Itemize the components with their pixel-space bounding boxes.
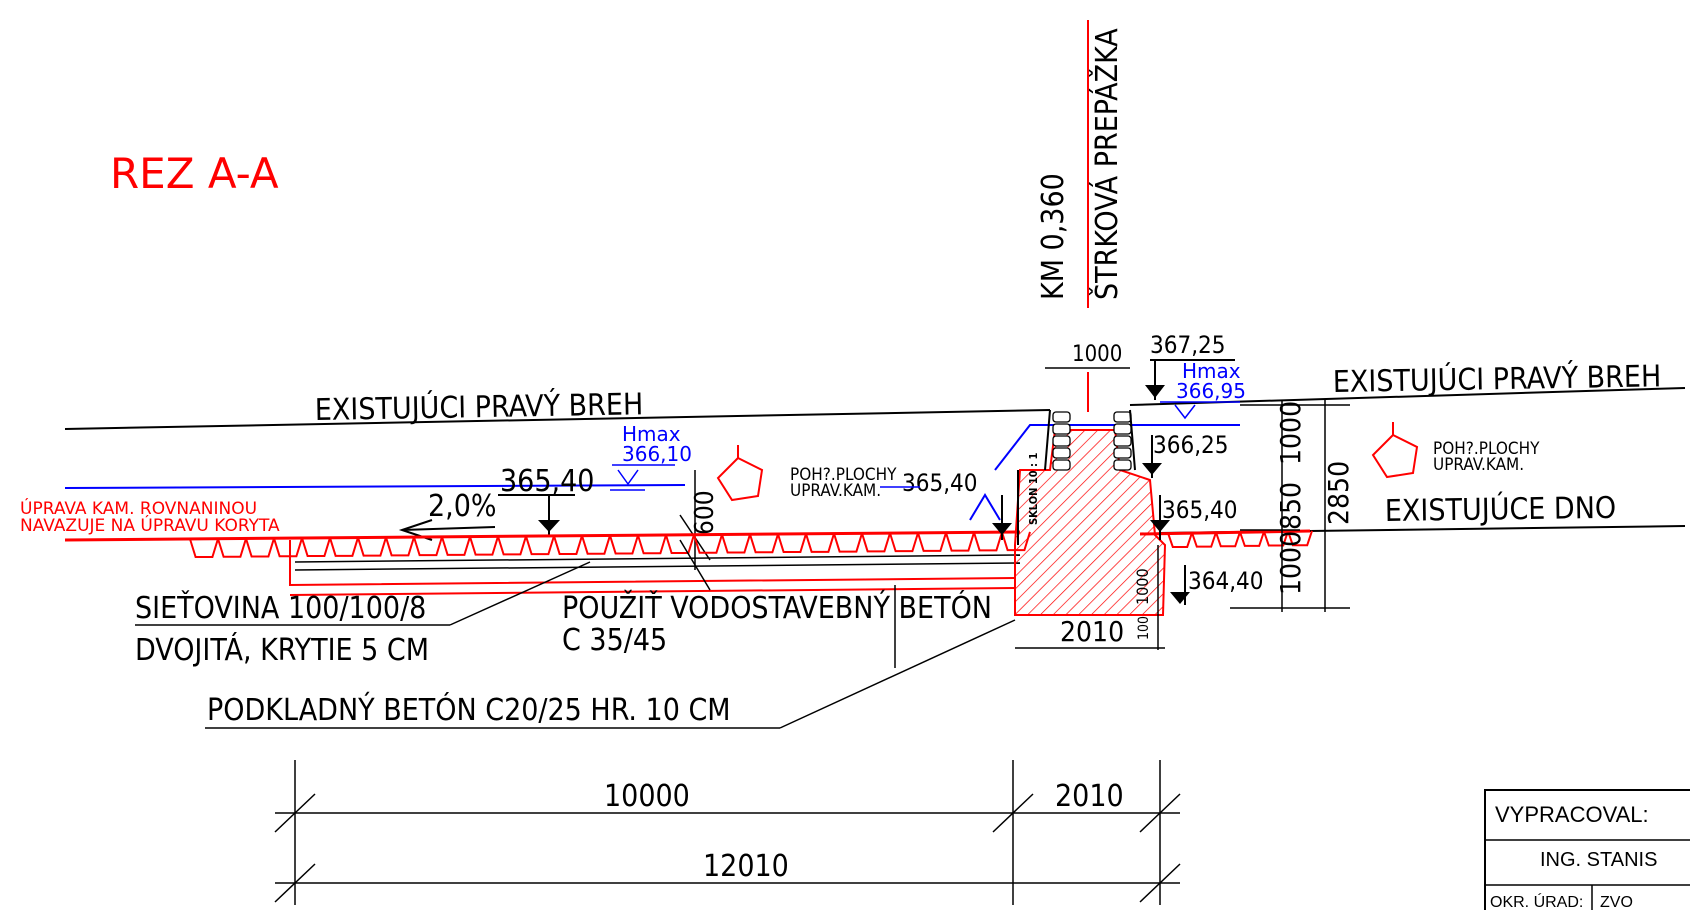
weir-stone-block (1052, 459, 1071, 471)
right-stone-blocks (1167, 530, 1313, 548)
level-step: 366,25 (1153, 431, 1229, 459)
paving-label-right-2: UPRAV.KAM. (1433, 455, 1524, 475)
paving-label-left-1: POH?.PLOCHY (790, 465, 897, 485)
weir-stone-block (1113, 459, 1132, 471)
weir-stone-block (1113, 423, 1132, 435)
dim-crest-width: 1000 (1072, 342, 1122, 367)
section-title: REZ A-A (110, 149, 279, 198)
mesh-leader (449, 561, 591, 626)
paving-label-right-1: POH?.PLOCHY (1433, 439, 1540, 459)
weir-crest-right (1129, 409, 1136, 471)
water-marker-left (969, 493, 1001, 521)
hmax-marker-right (1174, 404, 1196, 420)
prepared-by-name: ING. STANIS (1540, 849, 1657, 871)
paving-symbol-left (716, 456, 764, 502)
weir-stone-block (1052, 447, 1071, 459)
paving-label-left-2: UPRAV.KAM. (790, 481, 881, 501)
office-value: ZVO (1600, 894, 1633, 910)
hmax-value-left: 366,10 (622, 442, 692, 466)
dim-length-weir: 2010 (1055, 779, 1124, 814)
dim-foundation-depth: 1000 (1133, 568, 1152, 605)
dim-tick-5 (1139, 863, 1181, 903)
repair-note-2: NAVAZUJE NA ÚPRAVU KORYTA (20, 514, 280, 536)
dim-foundation-step: 100 (1136, 616, 1152, 640)
mesh-line-top (294, 554, 1021, 563)
weir-stone-block (1052, 435, 1071, 447)
batter-label: SKLON 10 : 1 (1027, 453, 1040, 525)
hmax-marker-left (617, 469, 639, 486)
dim-2850: 2850 (1322, 461, 1355, 525)
hmax-label-right: Hmax (1182, 359, 1241, 383)
dim-tick-3 (1139, 793, 1181, 833)
base-concrete-leader (779, 619, 1016, 729)
weir-stone-block (1052, 423, 1071, 435)
water-level-weir (994, 424, 1240, 471)
level-foundation-marker (1170, 592, 1190, 604)
weir-stone-block (1113, 435, 1132, 447)
level-foundation: 364,40 (1188, 567, 1264, 595)
hmax-value-right: 366,95 (1176, 379, 1246, 403)
level-right-bed: 365,40 (1162, 496, 1238, 524)
office-label: OKR. ÚRAD: (1490, 892, 1583, 910)
dim-tick-2 (992, 793, 1034, 833)
level-left-bed: 365,40 (500, 464, 594, 499)
prepared-by-label: VYPRACOVAL: (1495, 802, 1649, 827)
paving-symbol-right (1371, 433, 1419, 479)
base-concrete-bottom (289, 587, 1016, 596)
existing-bank-line-left (64, 409, 1051, 430)
concrete-label-1: POUŽIŤ VODOSTAVEBNÝ BETÓN (562, 589, 992, 626)
water-level-left (64, 484, 686, 489)
mesh-label-2: DVOJITÁ, KRYTIE 5 CM (135, 632, 429, 668)
apron-stone-blocks (189, 531, 1031, 558)
station-label: KM 0,360 (1036, 173, 1071, 300)
concrete-label-2: C 35/45 (562, 623, 667, 658)
slope-arrow (401, 526, 496, 531)
dim-foundation-width: 2010 (1060, 615, 1124, 648)
level-top: 367,25 (1150, 331, 1226, 359)
weir-stone-block (1113, 447, 1132, 459)
mesh-line-bottom (294, 562, 1021, 571)
dim-tick-1 (274, 793, 316, 833)
base-concrete-label: PODKLADNÝ BETÓN C20/25 HR. 10 CM (207, 691, 731, 728)
weir-crest-left (1044, 409, 1051, 471)
dim-length-total: 12010 (703, 849, 789, 884)
structure-label: ŠTRKOVÁ PREPÁŽKA (1088, 28, 1125, 300)
level-weir-bed: 365,40 (902, 469, 978, 497)
bank-label-left: EXISTUJÚCI PRAVÝ BREH (314, 385, 643, 428)
dim-tick-4 (274, 863, 316, 903)
apron-stone-top (64, 530, 1021, 542)
dim-length-apron: 10000 (604, 779, 690, 814)
existing-bottom-label: EXISTUJÚCE DNO (1385, 489, 1617, 529)
title-block (1484, 789, 1690, 910)
mesh-label-1: SIEŤOVINA 100/100/8 (135, 590, 426, 626)
weir-stone-facing (1052, 411, 1132, 471)
dim-1000-top: 1000 (1274, 401, 1307, 465)
apron-slab-outline (289, 540, 1016, 587)
weir-stone-block (1052, 411, 1071, 423)
dim-1000-bottom: 1000 (1274, 531, 1307, 595)
dim-850: 850 (1274, 482, 1307, 530)
weir-stone-block (1113, 411, 1132, 423)
slope-value: 2,0% (428, 489, 497, 524)
concrete-leader (679, 539, 711, 591)
hmax-label-left: Hmax (622, 422, 681, 446)
bank-label-right: EXISTUJÚCI PRAVÝ BREH (1332, 357, 1661, 400)
repair-note-1: ÚPRAVA KAM. ROVNANINOU (20, 497, 257, 519)
